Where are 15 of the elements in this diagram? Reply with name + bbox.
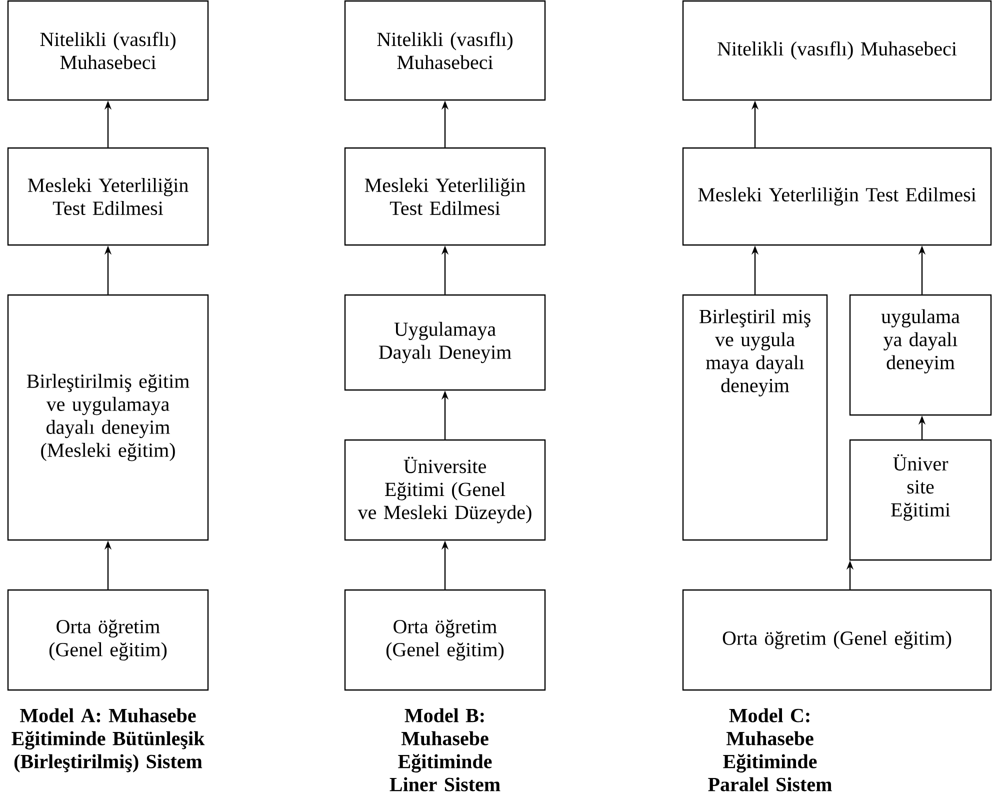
process-box: Nitelikli (vasıflı) Muhasebeci [344, 0, 546, 101]
process-box: uygulama ya dayalı deneyim [849, 294, 992, 416]
process-box: Birleştirilmiş eğitim ve uygulamaya dayalı deneyim (Mesleki eğitim) [7, 294, 209, 541]
process-box: Orta öğretim (Genel eğitim) [682, 589, 992, 691]
process-box: Birleştiril miş ve uygula maya dayalı deneyim [682, 294, 828, 541]
process-box: Üniver site Eğitimi [849, 439, 992, 561]
process-box: Nitelikli (vasıflı) Muhasebeci [682, 0, 992, 101]
process-box: Mesleki Yeterliliğin Test Edilmesi [344, 147, 546, 246]
process-box: Uygulamaya Dayalı Deneyim [344, 294, 546, 391]
process-box: Orta öğretim (Genel eğitim) [7, 589, 209, 691]
process-box: Mesleki Yeterliliğin Test Edilmesi [682, 147, 992, 246]
process-box: Mesleki Yeterliliğin Test Edilmesi [7, 147, 209, 246]
process-box: Üniversite Eğitimi (Genel ve Mesleki Düzeyde) [344, 439, 546, 541]
process-box: Orta öğretim (Genel eğitim) [344, 589, 546, 691]
process-box: Nitelikli (vasıflı) Muhasebeci [7, 0, 209, 101]
